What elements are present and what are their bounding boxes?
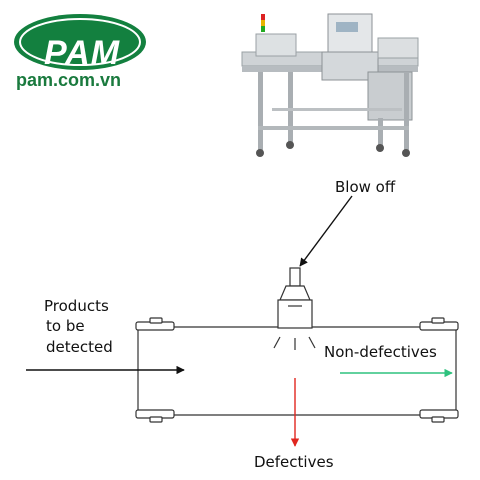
products-label-line3: detected <box>46 338 113 356</box>
right-roller <box>419 317 459 423</box>
defectives-label: Defectives <box>254 453 334 471</box>
blow-off-nozzle <box>277 267 313 329</box>
left-roller <box>135 317 175 423</box>
belt-outline <box>137 326 457 416</box>
air-jet-lines <box>273 336 316 350</box>
blow-off-label: Blow off <box>335 178 396 196</box>
website-url[interactable]: pam.com.vn <box>16 70 122 90</box>
metal-detector-machine-image <box>241 13 419 157</box>
non-defectives-label: Non-defectives <box>324 343 437 361</box>
conveyor-belt <box>137 326 457 416</box>
logo-badge <box>14 14 146 70</box>
machine-frame <box>241 13 419 157</box>
products-label-line2: to be <box>46 317 85 335</box>
products-label-line1: Products <box>44 297 109 315</box>
blow-off-arrow <box>299 195 353 267</box>
logo-text: PAM <box>43 34 121 72</box>
pam-logo: PAM <box>12 12 148 98</box>
